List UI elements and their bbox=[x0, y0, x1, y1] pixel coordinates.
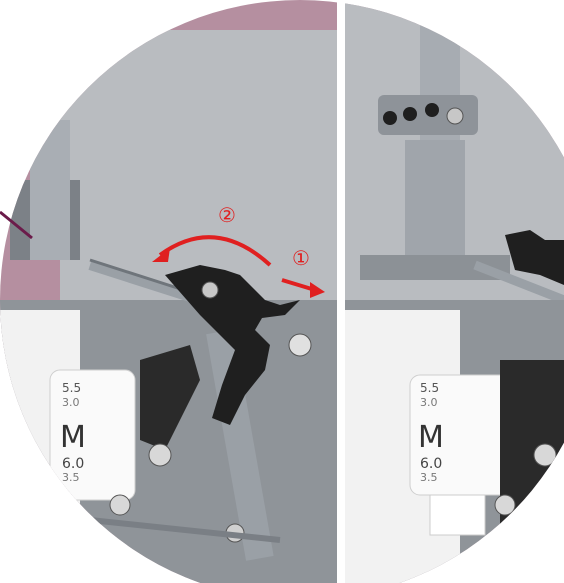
dial-left-lower2: 3.5 bbox=[62, 471, 80, 484]
indicator-line bbox=[0, 210, 33, 240]
screw bbox=[201, 281, 219, 299]
dial-right-lower2: 3.5 bbox=[420, 471, 438, 484]
looper-lever-right bbox=[505, 230, 564, 285]
step-label-2: ② bbox=[218, 203, 236, 227]
stitch-dial-left bbox=[49, 369, 136, 501]
looper-lever bbox=[165, 265, 300, 425]
dial-left-upper2: 3.0 bbox=[62, 396, 80, 409]
dial-right-upper2: 3.0 bbox=[420, 396, 438, 409]
screw bbox=[109, 494, 131, 516]
dial-left-lower: 6.0 bbox=[62, 456, 84, 472]
screw bbox=[288, 333, 312, 357]
curved-arrow bbox=[158, 235, 272, 267]
dial-left-letter: M bbox=[60, 420, 86, 455]
panel-divider bbox=[337, 0, 345, 583]
dial-right-upper: 5.5 bbox=[420, 381, 439, 395]
dial-right-lower: 6.0 bbox=[420, 456, 442, 472]
left-panel: ② ① 5.5 3.0 M 6.0 3.5 bbox=[0, 30, 337, 583]
screw bbox=[148, 443, 172, 467]
step-label-1: ① bbox=[292, 246, 310, 270]
dial-right-letter: M bbox=[418, 420, 444, 455]
dial-left-upper: 5.5 bbox=[62, 381, 81, 395]
straight-arrow bbox=[281, 278, 316, 292]
